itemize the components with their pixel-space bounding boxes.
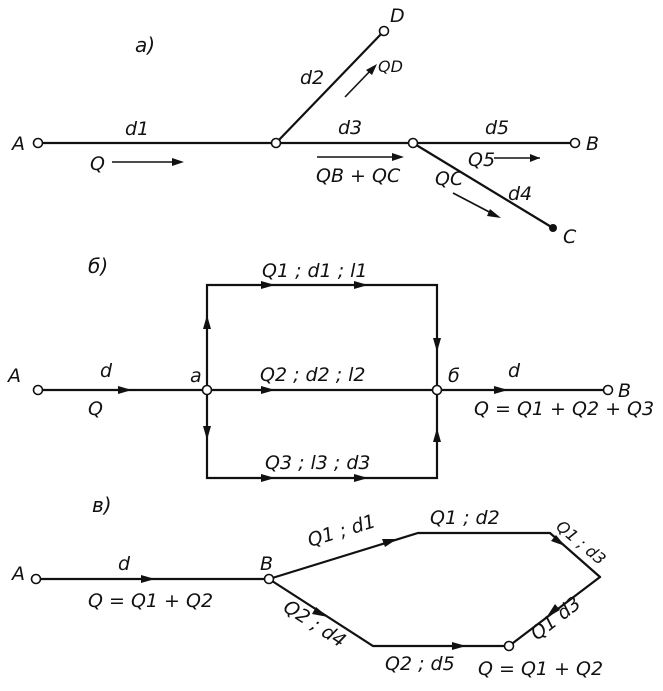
panel-b: б) A B a б d d Q Q1 ; d1 ; l1 Q2 ; d2 ; …	[6, 254, 654, 482]
arrowhead-icon	[433, 338, 441, 352]
node-d-end	[378, 25, 390, 37]
panel-a: а) A B C D d1 d2 d3 d4 d5 Q QD QB + QC	[10, 5, 599, 248]
node-b-junction	[263, 573, 275, 585]
arrowhead-icon	[312, 607, 328, 617]
label-d1: d1	[125, 118, 149, 140]
pipe-upper-branch	[267, 531, 602, 581]
arrowhead-icon	[203, 426, 211, 440]
label-qd: QD	[378, 57, 403, 76]
node-b-end	[602, 384, 614, 396]
arrowhead-icon	[172, 158, 184, 166]
arrowhead-icon	[551, 535, 565, 546]
pipe-d2	[274, 29, 386, 145]
label-a: A	[10, 133, 25, 155]
node-a-start	[32, 137, 44, 149]
arrowhead-icon	[494, 386, 508, 394]
label-q1-d2: Q1 ; d2	[430, 507, 500, 529]
arrowhead-icon	[354, 474, 368, 482]
arrowhead-icon	[392, 153, 404, 161]
arrowhead-icon	[261, 386, 275, 394]
node-c-end	[549, 224, 557, 232]
label-d4: d4	[508, 183, 532, 205]
arrowhead-icon	[118, 386, 132, 394]
label-branch-3: Q3 ; l3 ; d3	[265, 452, 371, 474]
pipe-branch-1	[205, 283, 439, 392]
label-sum-right: Q = Q1 + Q2	[478, 658, 603, 680]
label-d: d	[118, 553, 131, 575]
panel-a-label: а)	[135, 33, 155, 57]
arrowhead-icon	[530, 154, 540, 162]
arrowhead-icon	[452, 642, 466, 650]
arrowhead-icon	[546, 604, 560, 618]
label-qc: QC	[435, 168, 464, 190]
node-a-junction	[201, 384, 213, 396]
label-a: A	[6, 365, 21, 387]
arrowhead-icon	[366, 64, 377, 75]
node-b-end	[569, 137, 581, 149]
label-q2-d5: Q2 ; d5	[385, 653, 455, 675]
arrowhead-icon	[433, 428, 441, 442]
label-q: Q	[88, 398, 103, 420]
label-q: Q	[90, 153, 105, 175]
label-d-left: d	[100, 360, 113, 382]
node-junction-2	[407, 137, 419, 149]
panel-b-label: б)	[88, 254, 108, 278]
node-end	[503, 640, 515, 652]
flow-arrow-qc	[452, 192, 496, 216]
label-d: D	[390, 5, 405, 27]
label-branch-2: Q2 ; d2 ; l2	[260, 364, 366, 386]
arrowhead-icon	[354, 281, 368, 289]
panel-c-label: в)	[92, 493, 112, 517]
label-d3: d3	[338, 117, 362, 139]
arrowhead-icon	[203, 315, 211, 329]
label-a: A	[10, 563, 25, 585]
label-q1-d1: Q1 ; d1	[305, 510, 378, 551]
arrowhead-icon	[487, 209, 501, 218]
node-junction-1	[270, 137, 282, 149]
node-a-start	[32, 384, 44, 396]
node-a-start	[30, 573, 42, 585]
node-b-junction	[431, 384, 443, 396]
flow-arrow-qd	[344, 67, 374, 98]
label-b: B	[618, 380, 631, 402]
label-d-right: d	[508, 360, 521, 382]
label-branch-1: Q1 ; d1 ; l1	[262, 260, 368, 282]
label-node-b: б	[448, 365, 460, 387]
label-d2: d2	[300, 67, 324, 89]
label-d5: d5	[485, 117, 509, 139]
label-sum-left: Q = Q1 + Q2	[88, 590, 213, 612]
arrowhead-icon	[261, 474, 275, 482]
arrowhead-icon	[141, 575, 155, 583]
label-b: B	[260, 553, 273, 575]
panel-c: в) A B d Q = Q1 + Q2 Q1 ; d1 Q1 ; d2 Q1 …	[10, 493, 610, 680]
label-node-a: a	[190, 365, 202, 387]
label-b: B	[586, 133, 599, 155]
label-q5: Q5	[468, 149, 495, 171]
label-sum-b: Q = Q1 + Q2 + Q3	[474, 398, 654, 420]
pipe-d4	[411, 141, 555, 230]
arrowhead-icon	[261, 281, 275, 289]
label-qb-qc: QB + QC	[316, 165, 401, 187]
arrowhead-icon	[382, 539, 397, 547]
label-c: C	[563, 226, 577, 248]
label-q1-d3-lower: Q1 d3	[527, 592, 586, 645]
